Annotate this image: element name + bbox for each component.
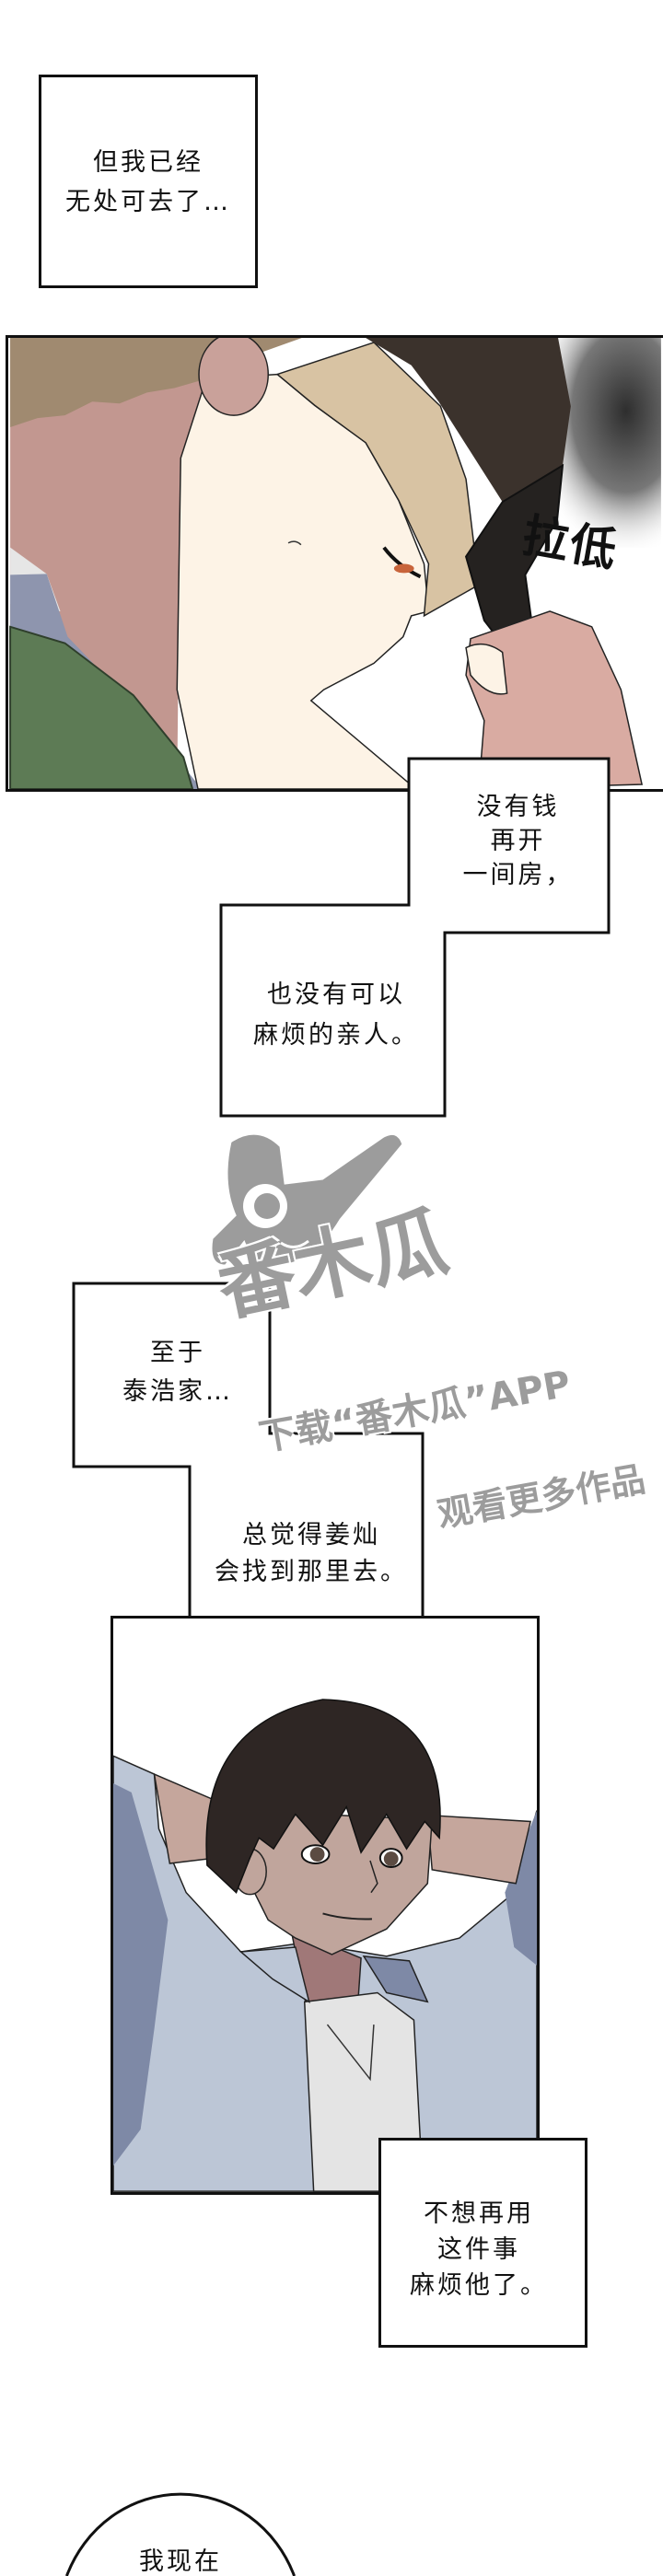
- jacket-green: [9, 625, 194, 789]
- necklace: [326, 2024, 375, 2082]
- caption-box-2-3-outline: [219, 757, 611, 1118]
- caption-line: 不想再用: [424, 2199, 534, 2228]
- shirt-shadow-left: [113, 1782, 169, 2166]
- caption-line: 麻烦他了。: [410, 2271, 548, 2300]
- eye: [393, 563, 414, 574]
- sweat-mark: [287, 540, 302, 546]
- caption-line: 泰浩家…: [122, 1377, 233, 1406]
- hand: [465, 610, 644, 789]
- caption-box-6: [378, 2138, 587, 2348]
- caption-line: 再开: [490, 827, 546, 855]
- right-forearm: [426, 1814, 531, 1885]
- nose: [369, 1860, 378, 1894]
- caption-line: 没有钱: [476, 793, 560, 821]
- collar-right: [362, 1955, 429, 2003]
- caption-text-4: 至于 泰浩家…: [81, 1334, 274, 1411]
- hair: [205, 1699, 441, 1894]
- caption-line: 这件事: [437, 2235, 520, 2264]
- caption-line: 一间房，: [462, 861, 574, 889]
- caption-text-2: 没有钱 再开 一间房，: [418, 790, 618, 892]
- eye-lashes: [382, 546, 422, 579]
- caption-line: 总觉得姜灿: [242, 1521, 380, 1549]
- cap-crown: [366, 338, 571, 503]
- hair-tan: [275, 342, 480, 618]
- caption-line: 至于: [150, 1339, 205, 1367]
- caption-text-1: 但我已经 无处可去了…: [39, 143, 258, 222]
- caption-box-1: [39, 75, 258, 288]
- caption-box-4-5-outline: [72, 1282, 425, 1662]
- watermark-mascot-icon: [209, 1131, 405, 1268]
- bubble-line: 我现在: [139, 2547, 222, 2576]
- cap-closeup-illustration: [9, 338, 661, 789]
- panel-cap-closeup: [6, 335, 663, 792]
- left-pupil: [309, 1847, 325, 1862]
- collar-left: [238, 1946, 310, 2003]
- speech-bubble: [64, 2492, 297, 2576]
- panel-smiling-boy: [110, 1616, 540, 2195]
- caption-line: 麻烦的亲人。: [253, 1021, 419, 1050]
- caption-line: 也没有可以: [267, 981, 405, 1009]
- smile: [322, 1912, 372, 1920]
- caption-line: 会找到那里去。: [215, 1558, 408, 1586]
- shirt-shadow-right: [505, 1810, 537, 1966]
- right-pupil: [383, 1851, 399, 1866]
- finger: [465, 643, 508, 695]
- caption-text-5: 总觉得姜灿 会找到那里去。: [192, 1517, 431, 1591]
- caption-text-3: 也没有可以 麻烦的亲人。: [226, 975, 447, 1056]
- bubble-text: 我现在: [88, 2548, 273, 2576]
- caption-text-6: 不想再用 这件事 麻烦他了。: [373, 2196, 585, 2303]
- smiling-boy-illustration: [113, 1699, 537, 2192]
- caption-line: 无处可去了…: [65, 188, 231, 216]
- caption-line: 但我已经: [93, 148, 204, 177]
- face: [239, 1809, 434, 1955]
- ear: [198, 338, 269, 416]
